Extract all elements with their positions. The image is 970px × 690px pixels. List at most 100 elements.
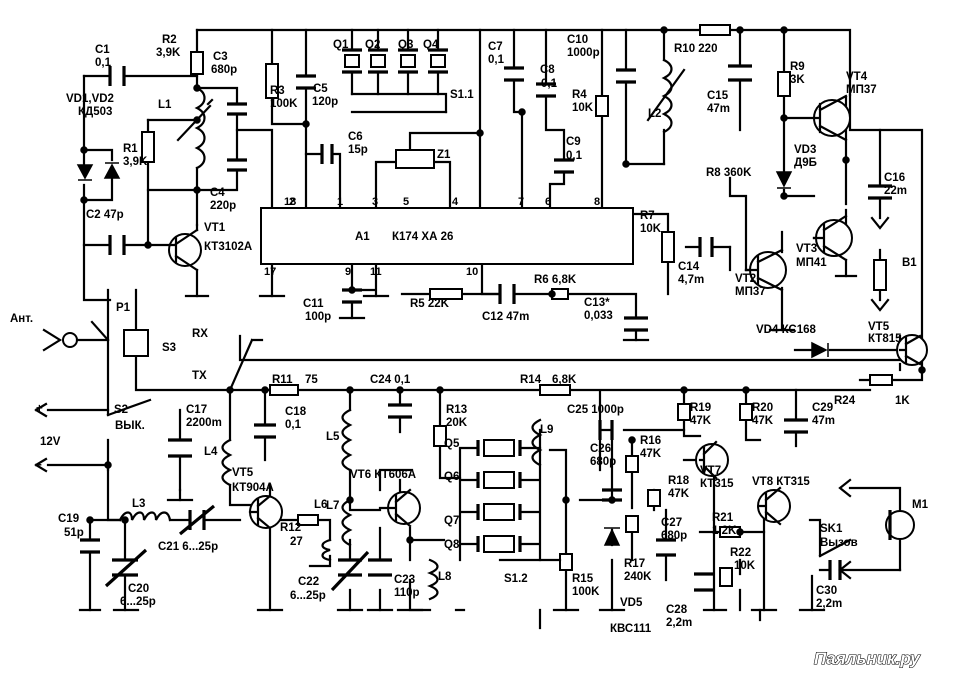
label-vt3t: МП41 [796, 257, 827, 269]
inductor-l4 [221, 438, 233, 487]
inductor-l9 [531, 418, 543, 467]
label-r19v: 47K [690, 415, 712, 427]
label-r24v: 1K [895, 395, 910, 407]
label-vd5: VD5 [620, 597, 643, 609]
diode-vd3 [775, 171, 793, 189]
label-r9: R9 [790, 61, 805, 73]
inductor-l1 [194, 86, 206, 170]
relay-p1 [123, 329, 149, 357]
ic-pin-3: 3 [372, 196, 378, 208]
label-vt6: VT6 КТ606А [350, 469, 416, 481]
label-vd12t: КД503 [78, 106, 112, 118]
label-s12: S1.2 [504, 573, 528, 585]
label-r15: R15 [572, 573, 594, 585]
transistor-vt4 [812, 94, 851, 142]
label-q1: Q1 [333, 39, 349, 51]
label-vt2: VT2 [735, 273, 756, 285]
label-l9: L9 [540, 424, 553, 436]
ic-pin-18: 18 [284, 196, 296, 208]
capacitor-c6 [320, 144, 334, 164]
label-c14v: 4,7m [678, 274, 704, 286]
label-c5v: 120p [312, 96, 338, 108]
ic-pin-5: 5 [403, 196, 409, 208]
capacitor-c15 [728, 64, 752, 82]
resistor-r5 [429, 288, 463, 300]
capacitor-c20 [104, 548, 148, 588]
label-c26v: 680p [590, 456, 616, 468]
ic-a1-body [260, 207, 634, 265]
capacitor-c18 [254, 423, 276, 439]
transistor-vt7 [695, 440, 729, 480]
label-ant: Ант. [10, 313, 33, 325]
label-l1: L1 [158, 99, 172, 111]
resistor-r10 [699, 24, 731, 36]
capacitor-c23 [368, 558, 392, 577]
label-sk1: SK1 [820, 523, 843, 535]
label-c30: C30 [816, 585, 837, 597]
label-r10: R10 220 [674, 43, 717, 55]
label-c22v: 6...25p [290, 590, 326, 602]
ic-pin-10: 10 [466, 266, 478, 278]
microphone-m1 [838, 478, 915, 580]
label-c17v: 2200m [186, 417, 222, 429]
label-r20: R20 [752, 402, 773, 414]
label-c17: C17 [186, 404, 207, 416]
capacitor-c4 [227, 158, 247, 172]
label-c30v: 2,2m [816, 598, 842, 610]
label-l2: L2 [648, 108, 661, 120]
inductor-l2-core [646, 68, 686, 122]
switch-s2 [106, 398, 152, 417]
label-c22: C22 [298, 576, 319, 588]
label-q5: Q5 [444, 438, 460, 450]
label-vt7: VT7 [700, 465, 721, 477]
label-vd12: VD1,VD2 [66, 93, 114, 105]
label-c8: C8 [540, 64, 555, 76]
ic-pin-6: 6 [545, 196, 551, 208]
label-c3v: 680p [211, 64, 237, 76]
ic-pin-8: 8 [594, 196, 600, 208]
label-c10: C10 [567, 34, 588, 46]
label-vt1t: КТ3102А [204, 241, 252, 253]
ic-pin-4: 4 [452, 196, 459, 208]
label-c20v: 6...25p [120, 596, 156, 608]
label-r11: R11 [272, 374, 293, 386]
label-c23v: 110p [394, 587, 420, 599]
label-s3: S3 [162, 342, 176, 354]
ic-pin-7: 7 [518, 196, 524, 208]
resistor-r17 [625, 515, 639, 533]
label-c28v: 2,2m [666, 617, 692, 629]
label-c15: C15 [707, 90, 729, 102]
label-c3: C3 [213, 51, 228, 63]
capacitor-c21 [178, 504, 216, 536]
label-r1v: 3,9K [123, 156, 148, 168]
capacitor-c24 [388, 403, 412, 419]
label-c28: C28 [666, 604, 688, 616]
label-r2v: 3,9K [156, 47, 181, 59]
resistor-r12 [297, 514, 319, 526]
diode-vd1 [76, 164, 94, 181]
label-r22: R22 [730, 547, 751, 559]
label-c1v: 0,1 [95, 57, 112, 69]
resistor-r7 [661, 231, 675, 263]
label-c27v: 680p [661, 530, 687, 542]
label-c26: C26 [590, 443, 611, 455]
label-c9: C9 [566, 136, 581, 148]
label-c4v: 220p [210, 200, 236, 212]
label-r17v: 240K [624, 571, 652, 583]
label-r18v: 47K [668, 488, 690, 500]
label-q2: Q2 [365, 39, 380, 51]
resistor-r4 [595, 95, 609, 117]
label-c13v: 0,033 [584, 310, 613, 322]
speaker-b1 [870, 216, 890, 312]
label-c11v: 100p [305, 311, 331, 323]
transistor-vt2 [744, 248, 787, 292]
label-c7v: 0,1 [488, 54, 505, 66]
resistor-r18 [647, 489, 661, 507]
resistor-r3 [265, 63, 279, 99]
label-r13: R13 [446, 404, 467, 416]
label-c16v: 22m [884, 185, 907, 197]
resistor-r22 [719, 567, 733, 587]
label-r14: R14 [520, 374, 542, 386]
label-c29v: 47m [812, 415, 835, 427]
